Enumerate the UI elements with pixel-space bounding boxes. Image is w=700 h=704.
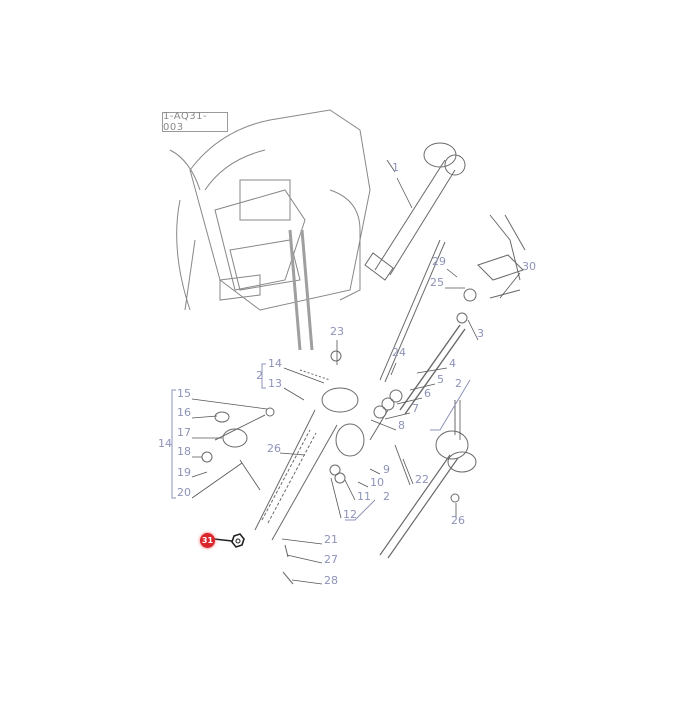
part-label: 27 xyxy=(324,553,338,566)
part-label: 21 xyxy=(324,533,338,546)
part-label: 24 xyxy=(392,346,406,359)
nut-part-31-icon xyxy=(231,533,245,548)
tractor-housing-icon xyxy=(169,109,371,351)
part-label: 9 xyxy=(383,463,390,476)
part-label: 19 xyxy=(177,466,191,479)
part-label: 30 xyxy=(522,260,536,273)
part-label: 8 xyxy=(398,419,405,432)
part-label: 28 xyxy=(324,574,338,587)
reference-code: 1-AQ31-003 xyxy=(162,111,228,133)
part-label: 16 xyxy=(177,406,191,419)
highlighted-part-callout[interactable]: 31 xyxy=(200,533,215,548)
part-label: 5 xyxy=(437,373,444,386)
part-label: 26 xyxy=(451,514,465,527)
part-label: 17 xyxy=(177,426,191,439)
part-label: 12 xyxy=(343,508,357,521)
part-label: 4 xyxy=(449,357,456,370)
part-label: 13 xyxy=(268,377,282,390)
part-label: 14 xyxy=(268,357,282,370)
part-label: 2 xyxy=(455,377,462,390)
part-label: 22 xyxy=(415,473,429,486)
part-label: 2 xyxy=(383,490,390,503)
part-label: 18 xyxy=(177,445,191,458)
part-label: 25 xyxy=(430,276,444,289)
part-label: 29 xyxy=(432,255,446,268)
top-link-assembly xyxy=(364,142,466,281)
part-label: 6 xyxy=(424,387,431,400)
part-label: 1 xyxy=(392,161,399,174)
part-label: 10 xyxy=(370,476,384,489)
part-label: 2 xyxy=(256,369,263,382)
part-label: 3 xyxy=(477,327,484,340)
part-label: 14 xyxy=(158,437,172,450)
part-label: 20 xyxy=(177,486,191,499)
part-label: 26 xyxy=(267,442,281,455)
part-label: 15 xyxy=(177,387,191,400)
part-label: 23 xyxy=(330,325,344,338)
part-label: 11 xyxy=(357,490,371,503)
part-label: 7 xyxy=(412,402,419,415)
